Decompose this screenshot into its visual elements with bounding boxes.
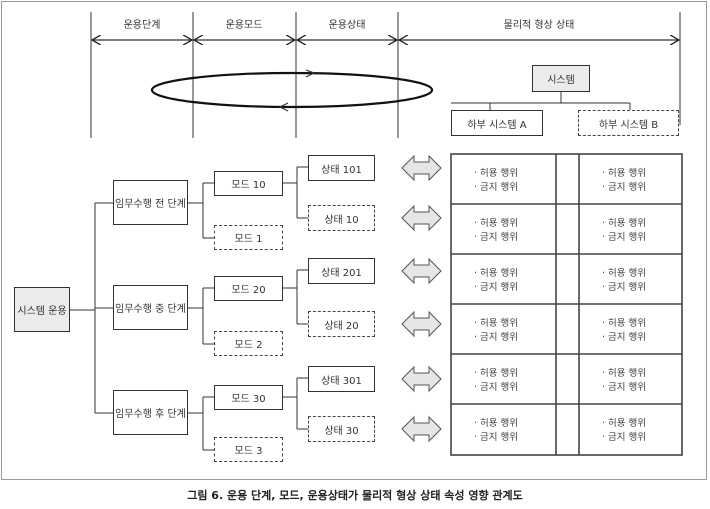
mode-box: 모드 30 xyxy=(214,385,283,410)
forbidden-behavior: · 금지 행위 xyxy=(602,182,647,193)
behavior-cell: · 허용 행위 · 금지 행위 xyxy=(474,167,518,195)
behavior-cell: · 허용 행위 · 금지 행위 xyxy=(602,317,646,345)
mode-box: 모드 1 xyxy=(214,225,283,250)
behavior-cell: · 허용 행위 · 금지 행위 xyxy=(474,267,518,295)
behavior-cell: · 허용 행위 · 금지 행위 xyxy=(474,367,518,395)
allowed-behavior: · 허용 행위 xyxy=(602,368,647,379)
state-box: 상태 101 xyxy=(308,155,375,181)
allowed-behavior: · 허용 행위 xyxy=(602,168,647,179)
double-arrow-icon xyxy=(401,257,442,285)
system-box: 시스템 xyxy=(532,65,590,92)
forbidden-behavior: · 금지 행위 xyxy=(602,432,647,443)
header-physical: 물리적 형상 상태 xyxy=(503,20,575,31)
forbidden-behavior: · 금지 행위 xyxy=(602,382,647,393)
forbidden-behavior: · 금지 행위 xyxy=(474,432,519,443)
allowed-behavior: · 허용 행위 xyxy=(474,168,519,179)
mode-box: 모드 20 xyxy=(214,276,283,301)
behavior-cell: · 허용 행위 · 금지 행위 xyxy=(474,417,518,445)
header-mode: 운용모드 xyxy=(225,20,263,31)
forbidden-behavior: · 금지 행위 xyxy=(474,282,519,293)
double-arrow-icon xyxy=(401,310,442,338)
system-operation-box: 시스템 운용 xyxy=(14,287,70,332)
allowed-behavior: · 허용 행위 xyxy=(474,218,519,229)
frame xyxy=(1,1,707,480)
state-box: 상태 10 xyxy=(308,205,375,231)
behavior-cell: · 허용 행위 · 금지 행위 xyxy=(474,217,518,245)
state-box: 상태 20 xyxy=(308,311,375,337)
allowed-behavior: · 허용 행위 xyxy=(602,418,647,429)
double-arrow-icon xyxy=(401,154,442,182)
behavior-cell: · 허용 행위 · 금지 행위 xyxy=(602,267,646,295)
behavior-cell: · 허용 행위 · 금지 행위 xyxy=(602,367,646,395)
phase-box: 임무수행 후 단계 xyxy=(113,390,188,435)
behavior-cell: · 허용 행위 · 금지 행위 xyxy=(602,167,646,195)
forbidden-behavior: · 금지 행위 xyxy=(602,332,647,343)
header-state: 운용상태 xyxy=(328,20,366,31)
forbidden-behavior: · 금지 행위 xyxy=(474,182,519,193)
allowed-behavior: · 허용 행위 xyxy=(602,268,647,279)
forbidden-behavior: · 금지 행위 xyxy=(474,382,519,393)
behavior-cell: · 허용 행위 · 금지 행위 xyxy=(602,417,646,445)
forbidden-behavior: · 금지 행위 xyxy=(602,232,647,243)
state-box: 상태 30 xyxy=(308,416,375,442)
double-arrow-icon xyxy=(401,365,442,393)
double-arrow-icon xyxy=(401,204,442,232)
mode-box: 모드 10 xyxy=(214,171,283,196)
allowed-behavior: · 허용 행위 xyxy=(602,218,647,229)
phase-box: 임무수행 중 단계 xyxy=(113,285,188,330)
allowed-behavior: · 허용 행위 xyxy=(602,318,647,329)
double-arrow-icon xyxy=(401,415,442,443)
allowed-behavior: · 허용 행위 xyxy=(474,318,519,329)
forbidden-behavior: · 금지 행위 xyxy=(474,332,519,343)
allowed-behavior: · 허용 행위 xyxy=(474,368,519,379)
behavior-cell: · 허용 행위 · 금지 행위 xyxy=(474,317,518,345)
phase-box: 임무수행 전 단계 xyxy=(113,180,188,225)
forbidden-behavior: · 금지 행위 xyxy=(474,232,519,243)
behavior-cell: · 허용 행위 · 금지 행위 xyxy=(602,217,646,245)
subsystem-a-box: 하부 시스템 A xyxy=(451,110,543,136)
header-phase: 운용단계 xyxy=(123,20,161,31)
subsystem-b-box: 하부 시스템 B xyxy=(578,110,679,136)
allowed-behavior: · 허용 행위 xyxy=(474,418,519,429)
state-box: 상태 301 xyxy=(308,366,375,392)
state-box: 상태 201 xyxy=(308,258,375,284)
mode-box: 모드 2 xyxy=(214,331,283,356)
mode-box: 모드 3 xyxy=(214,437,283,462)
figure-caption: 그림 6. 운용 단계, 모드, 운용상태가 물리적 형상 상태 속성 영향 관… xyxy=(187,489,523,502)
allowed-behavior: · 허용 행위 xyxy=(474,268,519,279)
forbidden-behavior: · 금지 행위 xyxy=(602,282,647,293)
